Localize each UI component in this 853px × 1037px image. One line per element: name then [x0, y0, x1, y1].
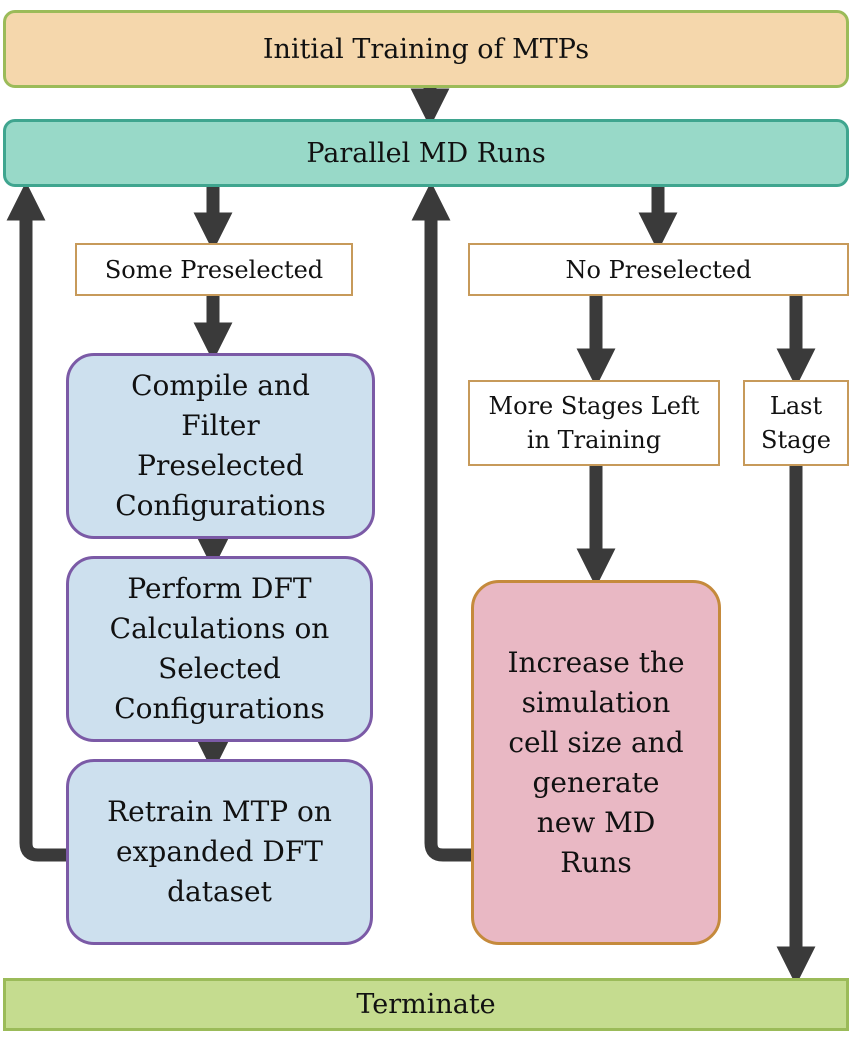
initial-training-box: Initial Training of MTPs [3, 10, 849, 88]
last-stage-label: Last Stage [761, 392, 831, 454]
perform-dft-label: Perform DFT Calculations on Selected Con… [109, 572, 330, 725]
some-preselected-label: Some Preselected [104, 255, 324, 284]
parallel-md-runs-box: Parallel MD Runs [3, 119, 849, 187]
last-stage-box: Last Stage [743, 380, 849, 466]
no-preselected-label: No Preselected [565, 255, 752, 284]
terminate-box: Terminate [3, 978, 849, 1031]
increase-cell-size-box: Increase the simulation cell size and ge… [471, 580, 721, 945]
terminate-label: Terminate [356, 989, 496, 1020]
no-preselected-box: No Preselected [468, 243, 849, 296]
perform-dft-box: Perform DFT Calculations on Selected Con… [66, 556, 373, 742]
retrain-mtp-label: Retrain MTP on expanded DFT dataset [107, 795, 332, 908]
more-stages-box: More Stages Left in Training [468, 380, 720, 466]
retrain-mtp-box: Retrain MTP on expanded DFT dataset [66, 759, 373, 945]
arrow-increase-loop-back [411, 181, 471, 862]
parallel-md-runs-label: Parallel MD Runs [306, 137, 546, 169]
arrow-retrain-loop-back [6, 181, 66, 862]
initial-training-label: Initial Training of MTPs [262, 33, 590, 65]
increase-cell-size-label: Increase the simulation cell size and ge… [507, 645, 685, 879]
more-stages-label: More Stages Left in Training [488, 392, 700, 454]
compile-filter-box: Compile and Filter Preselected Configura… [66, 353, 375, 539]
compile-filter-label: Compile and Filter Preselected Configura… [115, 369, 326, 522]
some-preselected-box: Some Preselected [75, 243, 353, 296]
